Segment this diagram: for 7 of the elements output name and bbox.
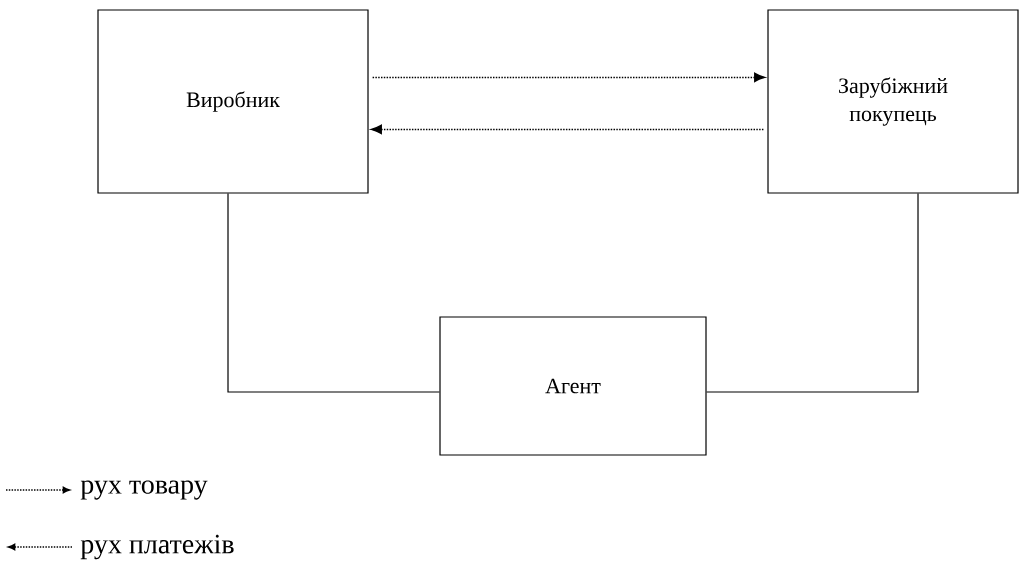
arrow — [370, 124, 765, 135]
legend-text: рух товару — [80, 480, 208, 500]
process-box: Зарубіжний покупець — [767, 9, 1019, 194]
arrow — [371, 72, 766, 83]
legend-text: рух платежів — [80, 534, 234, 560]
process-box: Агент — [439, 316, 707, 456]
process-box: Виробник — [97, 9, 369, 194]
